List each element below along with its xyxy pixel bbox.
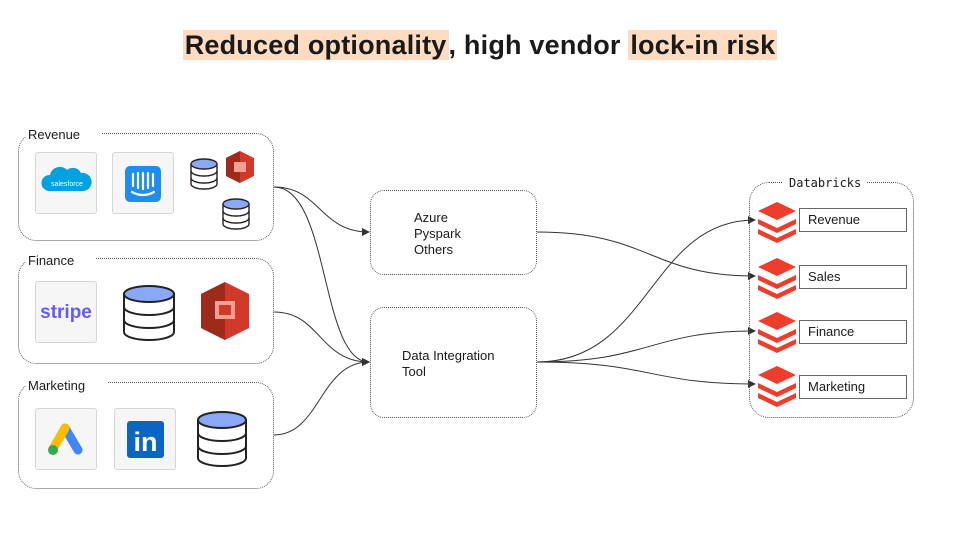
dest-table-sales: Sales (799, 265, 907, 289)
dest-table-finance: Finance (799, 320, 907, 344)
title-middle: , high vendor (448, 30, 629, 60)
edge-custom-to-sales (536, 231, 756, 280)
edge-marketing-to-tool (273, 358, 370, 436)
dest-table-marketing: Marketing (799, 375, 907, 399)
custom-line-pyspark: Pyspark (414, 226, 461, 241)
google-ads-logo (35, 408, 97, 470)
custom-line-azure: Azure (414, 210, 448, 225)
databricks-icon (758, 366, 796, 407)
databricks-icon (758, 258, 796, 299)
marketing-group-label: Marketing (26, 378, 108, 393)
title-highlight-optionality: Reduced optionality (182, 30, 449, 60)
data-integration-tool-box: Data Integration Tool (370, 307, 537, 418)
revenue-source-group (18, 133, 274, 241)
custom-code-box: Azure Pyspark Others (370, 190, 537, 275)
linkedin-logo: in (114, 408, 176, 470)
database-icon (222, 198, 250, 230)
database-icon (197, 411, 247, 467)
edge-tool-to-finance (536, 327, 756, 363)
edge-tool-to-revenue (536, 216, 756, 363)
linkedin-wordmark: in (134, 427, 158, 457)
databricks-label: Databricks (783, 176, 868, 190)
database-icon (190, 158, 218, 190)
revenue-group-label: Revenue (26, 127, 103, 142)
custom-line-others: Others (414, 242, 454, 257)
tool-line-2: Tool (402, 364, 426, 379)
edge-finance-to-tool (273, 311, 370, 366)
aws-s3-icon (226, 151, 254, 183)
title-highlight-lockin: lock-in risk (628, 30, 778, 60)
databricks-icon (758, 202, 796, 243)
salesforce-wordmark: salesforce (51, 181, 83, 188)
databricks-icon (758, 312, 796, 353)
edge-revenue-to-tool (273, 186, 370, 366)
intercom-logo (112, 152, 174, 214)
page-title: Reduced optionality, high vendor lock-in… (0, 30, 960, 61)
stripe-wordmark: stripe (40, 302, 92, 323)
dest-table-revenue: Revenue (799, 208, 907, 232)
stripe-logo: stripe (35, 281, 97, 343)
edge-tool-to-marketing (536, 361, 756, 388)
salesforce-logo: salesforce (35, 152, 97, 214)
aws-s3-icon (201, 282, 249, 340)
finance-group-label: Finance (26, 253, 97, 268)
edge-revenue-to-custom (273, 186, 370, 236)
finance-source-group (18, 258, 274, 364)
database-icon (123, 285, 175, 341)
tool-line-1: Data Integration (402, 348, 495, 363)
marketing-source-group (18, 382, 274, 489)
